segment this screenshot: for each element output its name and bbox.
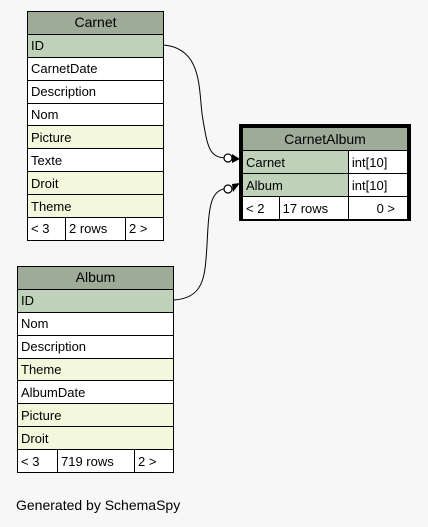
column-carnetalbum-album[interactable]: Album bbox=[242, 173, 349, 197]
column-album-albumdate[interactable]: AlbumDate bbox=[17, 380, 174, 405]
connector-carnet-id-to-carnetalbum-carnet bbox=[162, 44, 229, 159]
crowfoot-circle-album bbox=[223, 184, 233, 194]
album-children-count[interactable]: 2 > bbox=[134, 449, 174, 474]
column-album-theme[interactable]: Theme bbox=[17, 357, 174, 382]
table-album[interactable]: Album ID Nom Description Theme AlbumDate… bbox=[17, 266, 174, 474]
table-carnetalbum[interactable]: CarnetAlbum Carnet int[10] Album int[10]… bbox=[242, 127, 409, 220]
album-row-count: 719 rows bbox=[57, 449, 135, 474]
table-carnet[interactable]: Carnet ID CarnetDate Description Nom Pic… bbox=[27, 11, 164, 241]
carnet-row-count: 2 rows bbox=[65, 217, 126, 241]
arrowhead-album bbox=[232, 183, 240, 192]
carnet-children-count[interactable]: 2 > bbox=[125, 217, 164, 241]
column-album-droit[interactable]: Droit bbox=[17, 426, 174, 451]
table-album-title[interactable]: Album bbox=[17, 266, 174, 290]
column-carnet-id[interactable]: ID bbox=[27, 33, 164, 58]
column-carnet-droit[interactable]: Droit bbox=[27, 171, 164, 196]
generated-by-footer: Generated by SchemaSpy bbox=[16, 497, 181, 513]
column-album-picture[interactable]: Picture bbox=[17, 403, 174, 428]
carnetalbum-parents-count[interactable]: < 2 bbox=[242, 196, 280, 220]
arrowhead-carnet bbox=[232, 154, 240, 163]
column-carnet-carnetdate[interactable]: CarnetDate bbox=[27, 56, 164, 81]
carnet-parents-count[interactable]: < 3 bbox=[27, 217, 66, 241]
column-carnet-description[interactable]: Description bbox=[27, 79, 164, 104]
table-carnetalbum-frame: CarnetAlbum Carnet int[10] Album int[10]… bbox=[239, 124, 411, 221]
album-parents-count[interactable]: < 3 bbox=[17, 449, 58, 474]
carnetalbum-children-count[interactable]: 0 > bbox=[347, 196, 409, 220]
column-carnetalbum-album-type: int[10] bbox=[347, 173, 409, 197]
table-carnet-title[interactable]: Carnet bbox=[27, 11, 164, 35]
column-album-id[interactable]: ID bbox=[17, 288, 174, 313]
table-carnetalbum-title[interactable]: CarnetAlbum bbox=[242, 127, 408, 151]
column-carnet-picture[interactable]: Picture bbox=[27, 125, 164, 150]
column-album-nom[interactable]: Nom bbox=[17, 311, 174, 336]
column-carnet-theme[interactable]: Theme bbox=[27, 194, 164, 219]
crowfoot-circle-carnet bbox=[223, 153, 233, 163]
column-album-description[interactable]: Description bbox=[17, 334, 174, 359]
column-carnetalbum-carnet[interactable]: Carnet bbox=[242, 150, 349, 174]
carnetalbum-row-count: 17 rows bbox=[278, 196, 349, 220]
column-carnet-texte[interactable]: Texte bbox=[27, 148, 164, 173]
column-carnet-nom[interactable]: Nom bbox=[27, 102, 164, 127]
connector-album-id-to-carnetalbum-album bbox=[173, 187, 229, 301]
column-carnetalbum-carnet-type: int[10] bbox=[347, 150, 409, 174]
